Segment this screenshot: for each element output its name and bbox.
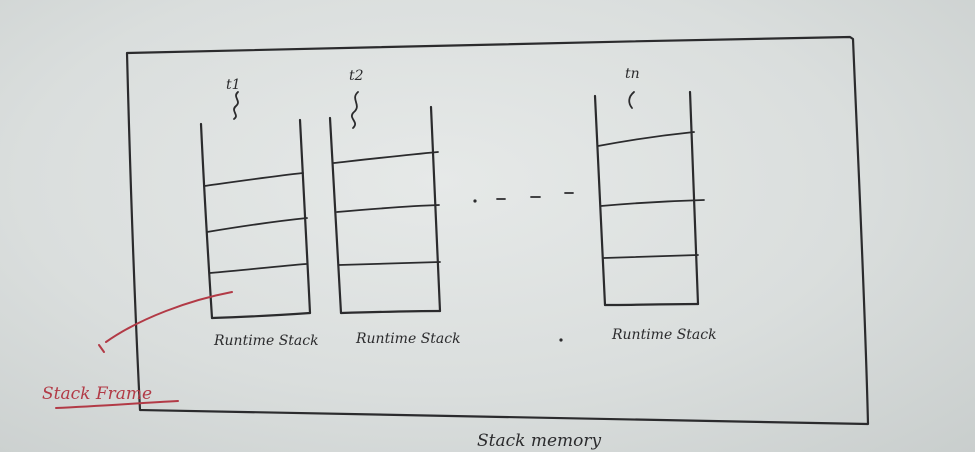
stack-2-frame-line xyxy=(333,151,439,164)
stack-frame-pointer-line xyxy=(105,291,233,343)
stack-2-right-wall xyxy=(429,105,442,313)
stack-n-frame-line xyxy=(603,254,699,259)
stack-1-label: Runtime Stack xyxy=(213,333,319,349)
stack-2-thread-arrow xyxy=(350,91,359,129)
stack-n-frame-line xyxy=(597,131,695,147)
ellipsis-dashes xyxy=(473,192,574,342)
stack-1-right-wall xyxy=(298,118,312,315)
stack-1-bottom xyxy=(210,311,312,320)
stack-2-label: Runtime Stack xyxy=(355,331,461,347)
stack-n-frame-line xyxy=(600,199,705,207)
stack-frame-annotation: Stack Frame xyxy=(42,291,233,409)
stack-n-thread-arrow xyxy=(628,91,635,109)
stack-1-frame-line xyxy=(209,263,307,274)
stack-n-left-wall xyxy=(593,94,607,307)
thread-label-t1: t1 xyxy=(226,77,241,93)
thread-label-tn: tn xyxy=(625,66,640,82)
stack-2-bottom xyxy=(339,309,442,315)
thread-label-t2: t2 xyxy=(349,68,364,84)
ellipsis-dot xyxy=(559,338,563,342)
stack-memory-box xyxy=(125,35,870,426)
stack-memory-label: Stack memory xyxy=(477,431,602,451)
stack-frame-pointer-tick xyxy=(98,344,105,353)
stack-n-label: Runtime Stack xyxy=(611,327,717,343)
stack-frame-underline xyxy=(55,400,179,409)
stack-2-frame-line xyxy=(336,204,440,213)
stack-1-thread-arrow xyxy=(233,91,239,120)
stack-n-bottom xyxy=(603,302,700,307)
stack-2-frame-line xyxy=(338,261,441,266)
ellipsis-dot xyxy=(473,199,477,203)
runtime-stack-n xyxy=(593,90,705,307)
stack-2-left-wall xyxy=(328,116,343,315)
stack-1-frame-line xyxy=(203,172,304,187)
stack-n-right-wall xyxy=(688,90,700,306)
stack-1-frame-line xyxy=(206,217,308,233)
stack-1-left-wall xyxy=(199,122,214,320)
runtime-stack-1 xyxy=(199,91,312,320)
runtime-stack-2 xyxy=(328,91,442,315)
stack-frame-label: Stack Frame xyxy=(42,384,152,404)
